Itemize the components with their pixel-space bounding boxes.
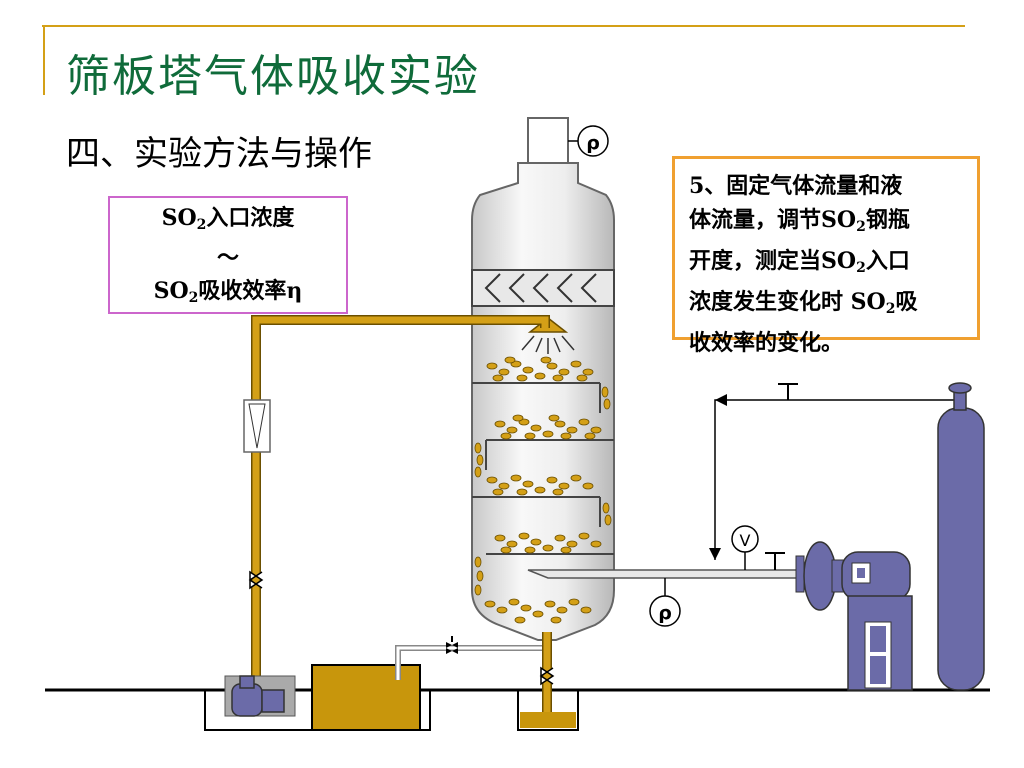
variable-relation-box: SO2入口浓度 ～ SO2吸收效率η bbox=[108, 196, 348, 314]
procedure-note-box: 5、固定气体流量和液 体流量，调节SO2钢瓶 开度，测定当SO2入口 浓度发生变… bbox=[672, 156, 980, 356]
so2-feed-line bbox=[709, 383, 955, 560]
note-line-2: 体流量，调节SO2钢瓶 bbox=[689, 207, 910, 235]
v-symbol: V bbox=[740, 531, 751, 550]
note-line-5: 收效率的变化。 bbox=[689, 330, 844, 356]
rho-bottom-symbol: ρ bbox=[658, 602, 672, 624]
return-valve-icon bbox=[446, 642, 458, 654]
liquid-feed-pipe bbox=[243, 315, 550, 690]
absorption-column bbox=[471, 117, 615, 641]
top-pressure-gauge: ρ bbox=[568, 125, 609, 157]
so2-cylinder bbox=[937, 382, 985, 691]
note-line-3: 开度，测定当SO2入口 bbox=[689, 248, 910, 276]
page-title: 筛板塔气体吸收实验 bbox=[66, 51, 480, 102]
gas-valve-indicator: V bbox=[731, 525, 759, 553]
blower bbox=[795, 541, 913, 691]
note-line-1: 5、固定气体流量和液 bbox=[689, 173, 903, 199]
relation-line-1: SO2入口浓度 bbox=[161, 205, 295, 233]
liquid-pump bbox=[224, 675, 296, 717]
froth-bubbles bbox=[474, 356, 612, 624]
liquid-tank bbox=[311, 664, 421, 731]
bottom-pressure-gauge: ρ bbox=[649, 595, 681, 627]
rho-top-symbol: ρ bbox=[586, 132, 600, 154]
relation-line-3: SO2吸收效率η bbox=[153, 278, 303, 306]
relation-line-2: ～ bbox=[216, 245, 239, 271]
right-pit bbox=[517, 690, 579, 731]
section-subtitle: 四、实验方法与操作 bbox=[66, 134, 372, 174]
note-line-4: 浓度发生变化时 SO2吸 bbox=[689, 289, 918, 317]
